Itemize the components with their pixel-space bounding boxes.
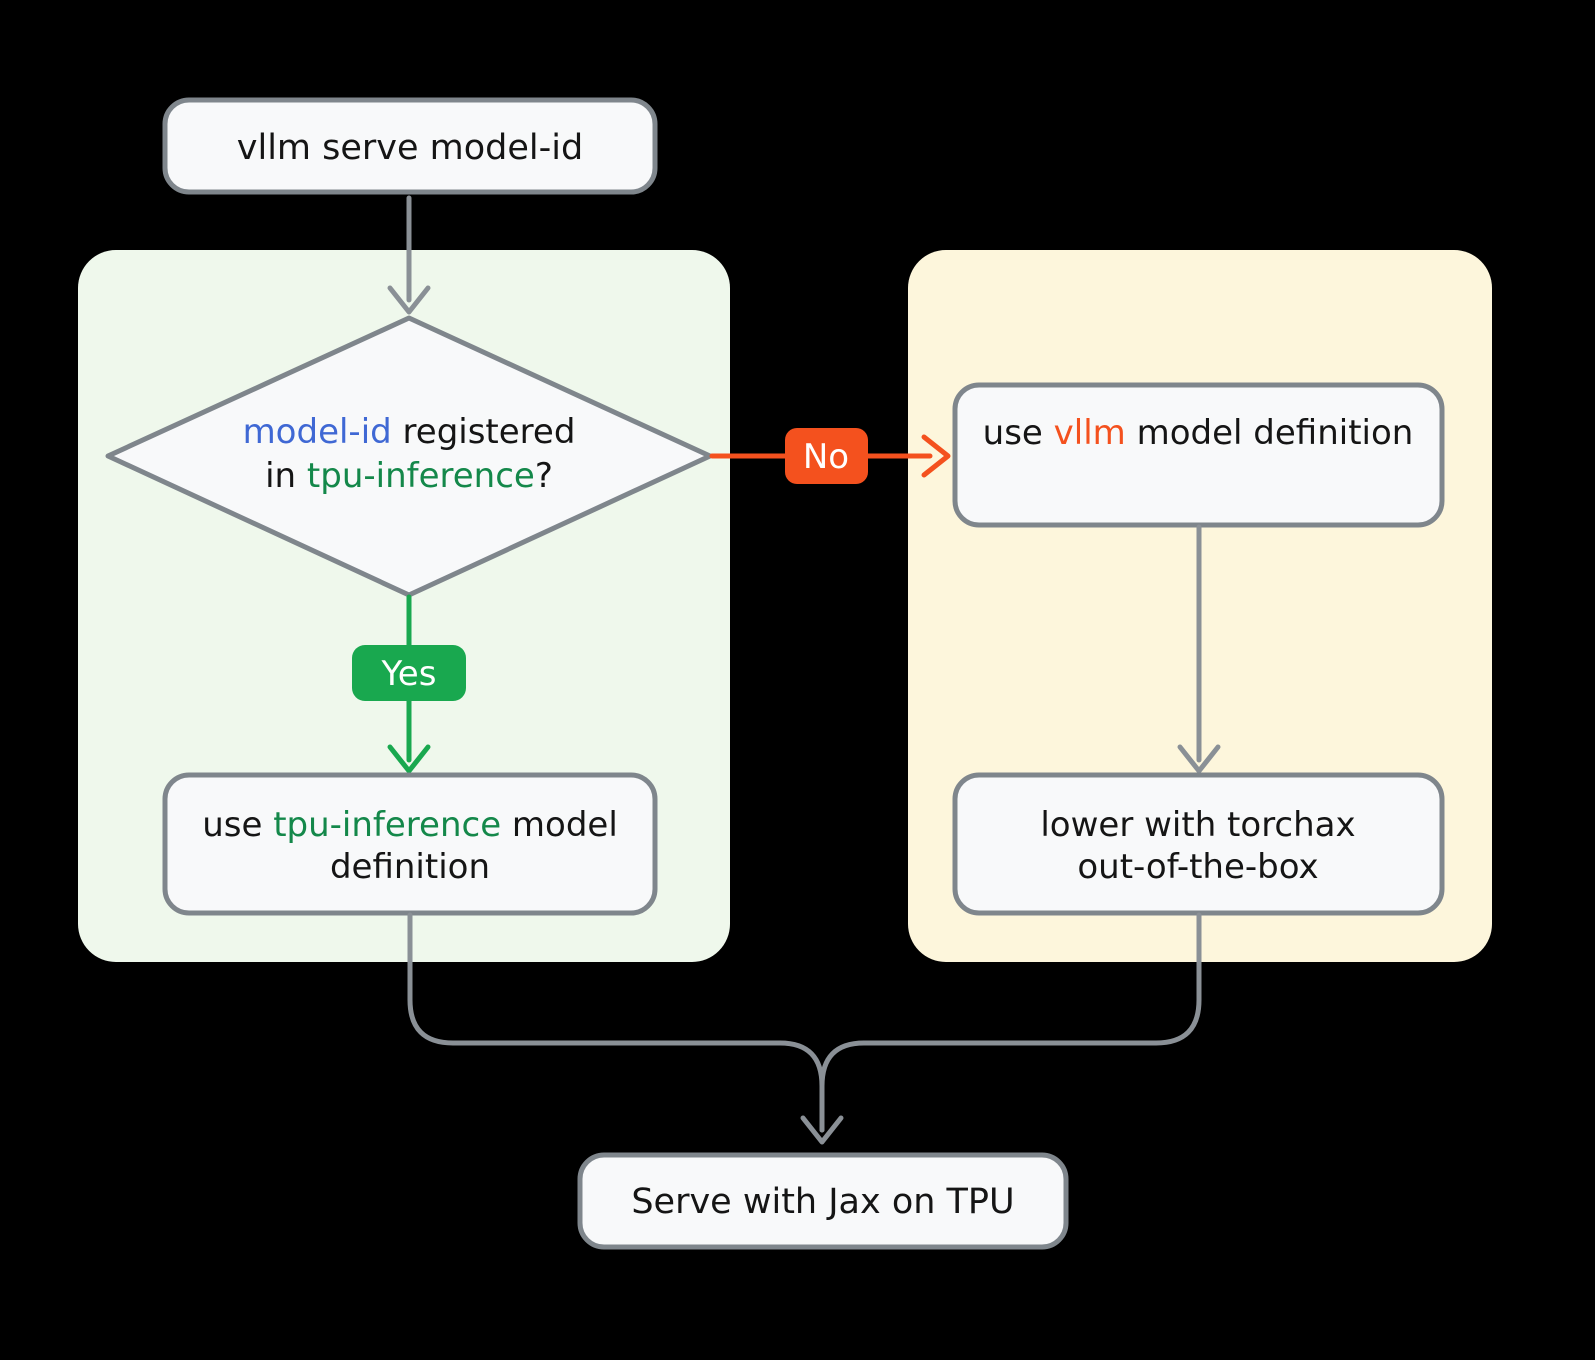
- edge-label-no-badge: [785, 428, 868, 484]
- edge-label-yes-badge: [352, 645, 466, 701]
- use-vllm-box: [952, 382, 1445, 528]
- lower-torchax-node[interactable]: lower with torchax out-of-the-box: [952, 772, 1445, 916]
- lower-torchax-line1: lower with torchax: [1040, 805, 1355, 845]
- decision-token-registered: registered: [392, 412, 576, 452]
- use-vllm-node[interactable]: use vllm model definition: [952, 382, 1445, 528]
- use-tpu-inference-line1: use tpu-inference model: [202, 805, 618, 845]
- serve-jax-label: Serve with Jax on TPU: [631, 1182, 1014, 1222]
- vllm-token-use: use: [983, 413, 1054, 453]
- lower-torchax-line2: out-of-the-box: [1077, 847, 1318, 887]
- decision-token-in: in: [265, 456, 307, 496]
- serve-jax-box: [577, 1152, 1069, 1250]
- edge-decision-to-vllm: No: [709, 428, 951, 484]
- decision-token-tpu-inference: tpu-inference: [307, 456, 535, 496]
- start-node-label: vllm serve model-id: [237, 128, 583, 168]
- decision-token-model-id: model-id: [243, 412, 392, 452]
- start-node-box: [162, 97, 658, 195]
- use-tpu-inference-node[interactable]: use tpu-inference model definition: [162, 772, 658, 916]
- edge-tpu-inference-to-serve: [407, 912, 825, 1133]
- edge-vllm-to-torchax: [1177, 524, 1221, 774]
- edge-label-no: No: [803, 437, 849, 477]
- edge-start-to-decision: [387, 195, 431, 315]
- tpu-token-tpu-inference: tpu-inference: [273, 805, 501, 845]
- torchax-token-line1: lower with torchax: [1040, 805, 1355, 845]
- tpu-token-definition: definition: [330, 847, 490, 887]
- serve-jax-node[interactable]: Serve with Jax on TPU: [577, 1152, 1069, 1250]
- use-tpu-inference-line2: definition: [330, 847, 490, 887]
- vllm-token-vllm: vllm: [1054, 413, 1126, 453]
- decision-node-line1: model-id registered: [243, 412, 576, 452]
- start-node[interactable]: vllm serve model-id: [162, 97, 658, 195]
- decision-node[interactable]: model-id registered in tpu-inference?: [105, 315, 713, 598]
- tpu-token-model: model: [501, 805, 618, 845]
- decision-token-question: ?: [535, 456, 553, 496]
- decision-node-line2: in tpu-inference?: [265, 456, 553, 496]
- tpu-token-use: use: [202, 805, 273, 845]
- use-vllm-line1: use vllm model definition: [983, 413, 1414, 453]
- edge-decision-to-tpu-inference: Yes: [352, 594, 466, 774]
- torchax-token-line2: out-of-the-box: [1077, 847, 1318, 887]
- edge-torchax-to-serve: [800, 912, 1202, 1145]
- edge-label-yes: Yes: [381, 654, 437, 694]
- vllm-token-model-definition: model definition: [1126, 413, 1414, 453]
